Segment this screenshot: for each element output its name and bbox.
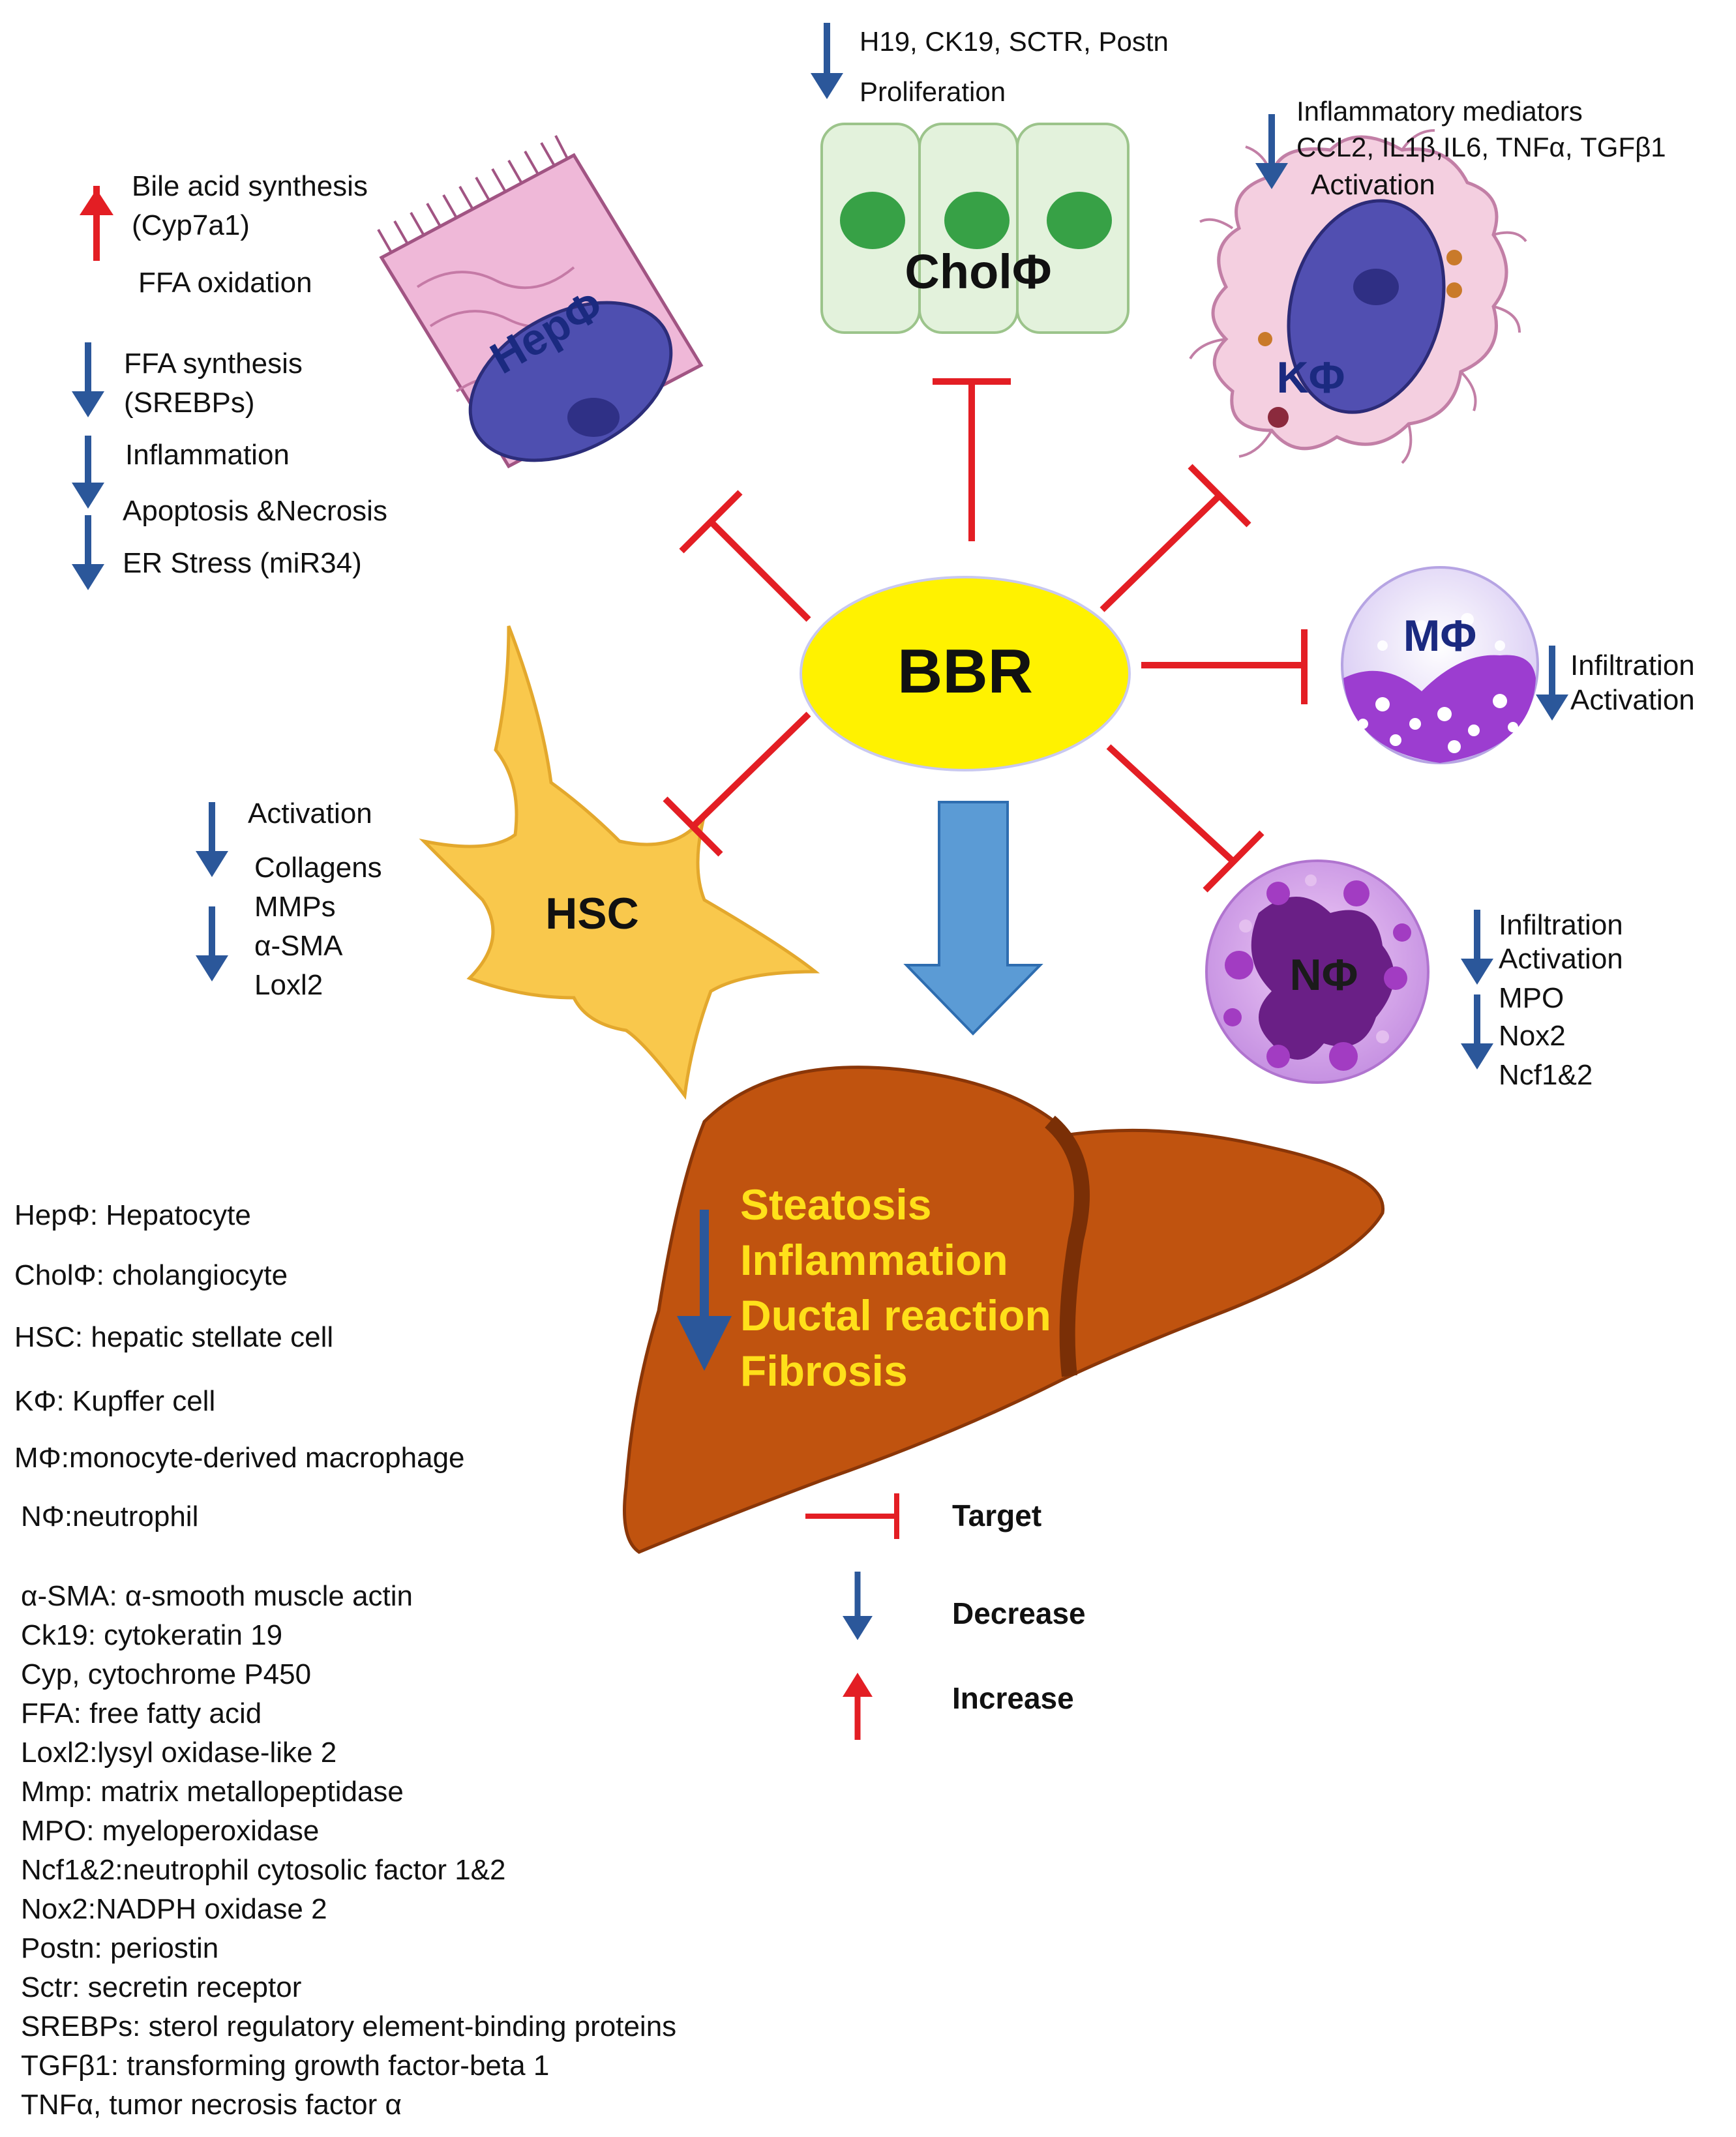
term-abbr: Cyp, cytochrome P450 xyxy=(21,1658,311,1690)
hep-down-2: (SREBPs) xyxy=(124,387,254,419)
bbr-label: BBR xyxy=(897,636,1033,706)
term-abbreviations: α-SMA: α-smooth muscle actin Ck19: cytok… xyxy=(21,1580,676,2121)
chol-down-2: Proliferation xyxy=(860,76,1006,107)
liver-outcome-ductal-reaction: Ductal reaction xyxy=(740,1291,1051,1339)
hsc-down-2: Collagens xyxy=(254,852,382,884)
neutrophil-down-2: Activation xyxy=(1499,943,1623,975)
legend-decrease-label: Decrease xyxy=(952,1596,1086,1630)
term-abbr: MPO: myeloperoxidase xyxy=(21,1815,319,1847)
hep-up-1: Bile acid synthesis xyxy=(132,170,368,202)
abbr-hsc: HSC: hepatic stellate cell xyxy=(14,1321,333,1353)
neutrophil-cell: NΦ xyxy=(1205,859,1429,1084)
decrease-arrow-icon xyxy=(196,851,228,877)
abbr-kupffer: KΦ: Kupffer cell xyxy=(14,1385,215,1417)
decrease-arrow-icon xyxy=(1461,1043,1493,1069)
neutrophil-down-5: Ncf1&2 xyxy=(1499,1059,1593,1091)
macrophage-effects: Infiltration Activation xyxy=(1536,646,1695,721)
bbr-node: BBR xyxy=(800,576,1131,771)
term-abbr: SREBPs: sterol regulatory element-bindin… xyxy=(21,2010,676,2042)
neutrophil-down-4: Nox2 xyxy=(1499,1020,1566,1052)
legend-target-symbol xyxy=(805,1493,899,1539)
hep-down-4: Apoptosis &Necrosis xyxy=(123,495,387,527)
cholangiocyte-label: CholΦ xyxy=(905,245,1051,299)
inhibit-to-hepatocyte xyxy=(679,490,811,622)
kupffer-cell: KΦ xyxy=(1189,129,1527,464)
hsc-label: HSC xyxy=(545,889,639,938)
abbr-neutrophil: NΦ:neutrophil xyxy=(21,1501,198,1532)
decrease-arrow-icon xyxy=(1255,163,1288,189)
neutrophil-label: NΦ xyxy=(1290,950,1358,1000)
macrophage-cell: MΦ xyxy=(1341,566,1539,764)
legend-increase-icon xyxy=(843,1673,873,1697)
hep-up-2: (Cyp7a1) xyxy=(132,209,250,241)
decrease-arrow-icon xyxy=(196,955,228,981)
macrophage-down-1: Infiltration xyxy=(1570,650,1695,681)
hsc-down-3: MMPs xyxy=(254,891,336,923)
hepatocyte-cell: HepΦ xyxy=(377,135,704,469)
term-abbr: FFA: free fatty acid xyxy=(21,1697,262,1729)
term-abbr: Sctr: secretin receptor xyxy=(21,1971,301,2003)
decrease-arrow-icon xyxy=(72,564,104,590)
chol-down-1: H19, CK19, SCTR, Postn xyxy=(860,26,1169,57)
inhibit-to-hsc xyxy=(663,711,811,857)
term-abbr: Postn: periostin xyxy=(21,1932,218,1964)
macrophage-down-2: Activation xyxy=(1570,684,1695,716)
cholangiocyte-effects: H19, CK19, SCTR, Postn Proliferation xyxy=(811,23,1169,107)
increase-arrow-icon xyxy=(80,189,113,215)
abbr-macrophage: MΦ:monocyte-derived macrophage xyxy=(14,1442,465,1474)
liver-outcome-inflammation: Inflammation xyxy=(740,1236,1008,1284)
legend-decrease-icon xyxy=(843,1616,873,1640)
liver-organ: Steatosis Inflammation Ductal reaction F… xyxy=(623,1066,1385,1554)
term-abbr: TNFα, tumor necrosis factor α xyxy=(21,2089,402,2121)
inhibit-to-kupffer xyxy=(1100,464,1251,612)
abbr-hep: HepΦ: Hepatocyte xyxy=(14,1199,251,1231)
inhibition-arrows xyxy=(663,378,1308,893)
cell-abbreviations: HepΦ: Hepatocyte CholΦ: cholangiocyte HS… xyxy=(14,1199,465,1532)
abbr-chol: CholΦ: cholangiocyte xyxy=(14,1259,288,1291)
kupffer-label: KΦ xyxy=(1277,353,1345,402)
inhibit-to-cholangiocyte xyxy=(933,378,1011,541)
term-abbr: α-SMA: α-smooth muscle actin xyxy=(21,1580,413,1612)
inhibit-to-macrophage xyxy=(1141,629,1308,704)
term-abbr: TGFβ1: transforming growth factor-beta 1 xyxy=(21,2050,549,2082)
inhibit-to-neutrophil xyxy=(1106,744,1265,893)
term-abbr: Loxl2:lysyl oxidase-like 2 xyxy=(21,1737,337,1769)
term-abbr: Ck19: cytokeratin 19 xyxy=(21,1619,282,1651)
liver-outcome-fibrosis: Fibrosis xyxy=(740,1347,908,1395)
term-abbr: Ncf1&2:neutrophil cytosolic factor 1&2 xyxy=(21,1854,506,1886)
hsc-down-4: α-SMA xyxy=(254,930,343,962)
big-down-arrow xyxy=(903,801,1043,1036)
neutrophil-effects: Infiltration Activation MPO Nox2 Ncf1&2 xyxy=(1461,909,1623,1091)
hep-down-5: ER Stress (miR34) xyxy=(123,547,362,579)
kupffer-down-3: Activation xyxy=(1311,169,1435,201)
hep-up-3: FFA oxidation xyxy=(138,267,312,299)
legend: Target Decrease Increase xyxy=(805,1493,1086,1740)
decrease-arrow-icon xyxy=(1536,695,1568,721)
kupffer-down-2: CCL2, IL1β,IL6, TNFα, TGFβ1 xyxy=(1296,132,1666,162)
neutrophil-down-1: Infiltration xyxy=(1499,909,1623,941)
hsc-cell: HSC xyxy=(419,625,820,1100)
decrease-arrow-icon xyxy=(72,391,104,417)
cholangiocyte-cell: CholΦ xyxy=(820,123,1130,334)
hep-down-1: FFA synthesis xyxy=(124,348,303,380)
hep-down-3: Inflammation xyxy=(125,439,290,471)
macrophage-label: MΦ xyxy=(1403,611,1476,661)
decrease-arrow-icon xyxy=(72,483,104,509)
kupffer-effects: Inflammatory mediators CCL2, IL1β,IL6, T… xyxy=(1255,96,1666,201)
hepatocyte-effects: Bile acid synthesis (Cyp7a1) FFA oxidati… xyxy=(72,170,387,590)
term-abbr: Mmp: matrix metallopeptidase xyxy=(21,1776,404,1808)
term-abbr: Nox2:NADPH oxidase 2 xyxy=(21,1893,327,1925)
legend-target-label: Target xyxy=(952,1499,1041,1532)
liver-outcome-steatosis: Steatosis xyxy=(740,1180,931,1229)
hsc-down-1: Activation xyxy=(248,798,372,829)
decrease-arrow-icon xyxy=(811,73,843,99)
neutrophil-down-3: MPO xyxy=(1499,982,1564,1014)
decrease-arrow-icon xyxy=(1461,959,1493,985)
hsc-down-5: Loxl2 xyxy=(254,969,323,1001)
legend-increase-label: Increase xyxy=(952,1681,1074,1715)
hsc-effects: Activation Collagens MMPs α-SMA Loxl2 xyxy=(196,798,382,1001)
kupffer-down-1: Inflammatory mediators xyxy=(1296,96,1583,127)
